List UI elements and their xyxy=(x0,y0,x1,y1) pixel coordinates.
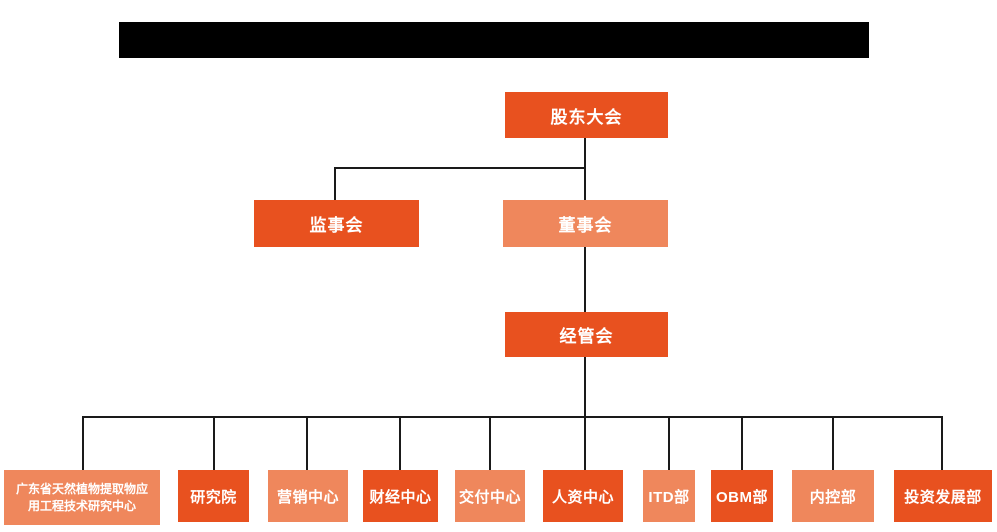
org-node-dept-delivery-center: 交付中心 xyxy=(455,470,525,522)
connector-drop-dept-6 xyxy=(668,416,670,470)
org-node-dept-hr-center: 人资中心 xyxy=(543,470,623,522)
org-node-dept-marketing-center: 营销中心 xyxy=(268,470,348,522)
org-node-dept-itd: ITD部 xyxy=(643,470,695,522)
org-node-dept-research-institute: 研究院 xyxy=(178,470,249,522)
connector-drop-dept-8 xyxy=(832,416,834,470)
connector-root-to-level2 xyxy=(584,138,586,200)
connector-drop-dept-7 xyxy=(741,416,743,470)
org-node-shareholders-meeting: 股东大会 xyxy=(505,92,668,138)
connector-drop-dept-4 xyxy=(489,416,491,470)
org-node-dept-finance-center: 财经中心 xyxy=(363,470,438,522)
org-node-dept-obm: OBM部 xyxy=(711,470,773,522)
connector-drop-dept-2 xyxy=(306,416,308,470)
connector-drop-dept-1 xyxy=(213,416,215,470)
connector-level2-branch xyxy=(335,167,586,169)
connector-drop-dept-0 xyxy=(82,416,84,470)
connector-departments-branch xyxy=(83,416,943,418)
org-node-dept-investment-development: 投资发展部 xyxy=(894,470,992,522)
org-node-dept-internal-control: 内控部 xyxy=(792,470,874,522)
connector-management-to-branch xyxy=(584,357,586,417)
org-node-management-committee: 经管会 xyxy=(505,312,668,357)
connector-board-to-management xyxy=(584,247,586,312)
org-node-supervisory-board: 监事会 xyxy=(254,200,419,247)
connector-drop-dept-5 xyxy=(584,416,586,470)
org-node-board-of-directors: 董事会 xyxy=(503,200,668,247)
org-node-dept-guangdong-research-center: 广东省天然植物提取物应用工程技术研究中心 xyxy=(4,470,160,525)
redacted-title-bar xyxy=(119,22,869,58)
connector-drop-supervisory xyxy=(334,167,336,200)
connector-drop-dept-9 xyxy=(941,416,943,470)
connector-drop-dept-3 xyxy=(399,416,401,470)
